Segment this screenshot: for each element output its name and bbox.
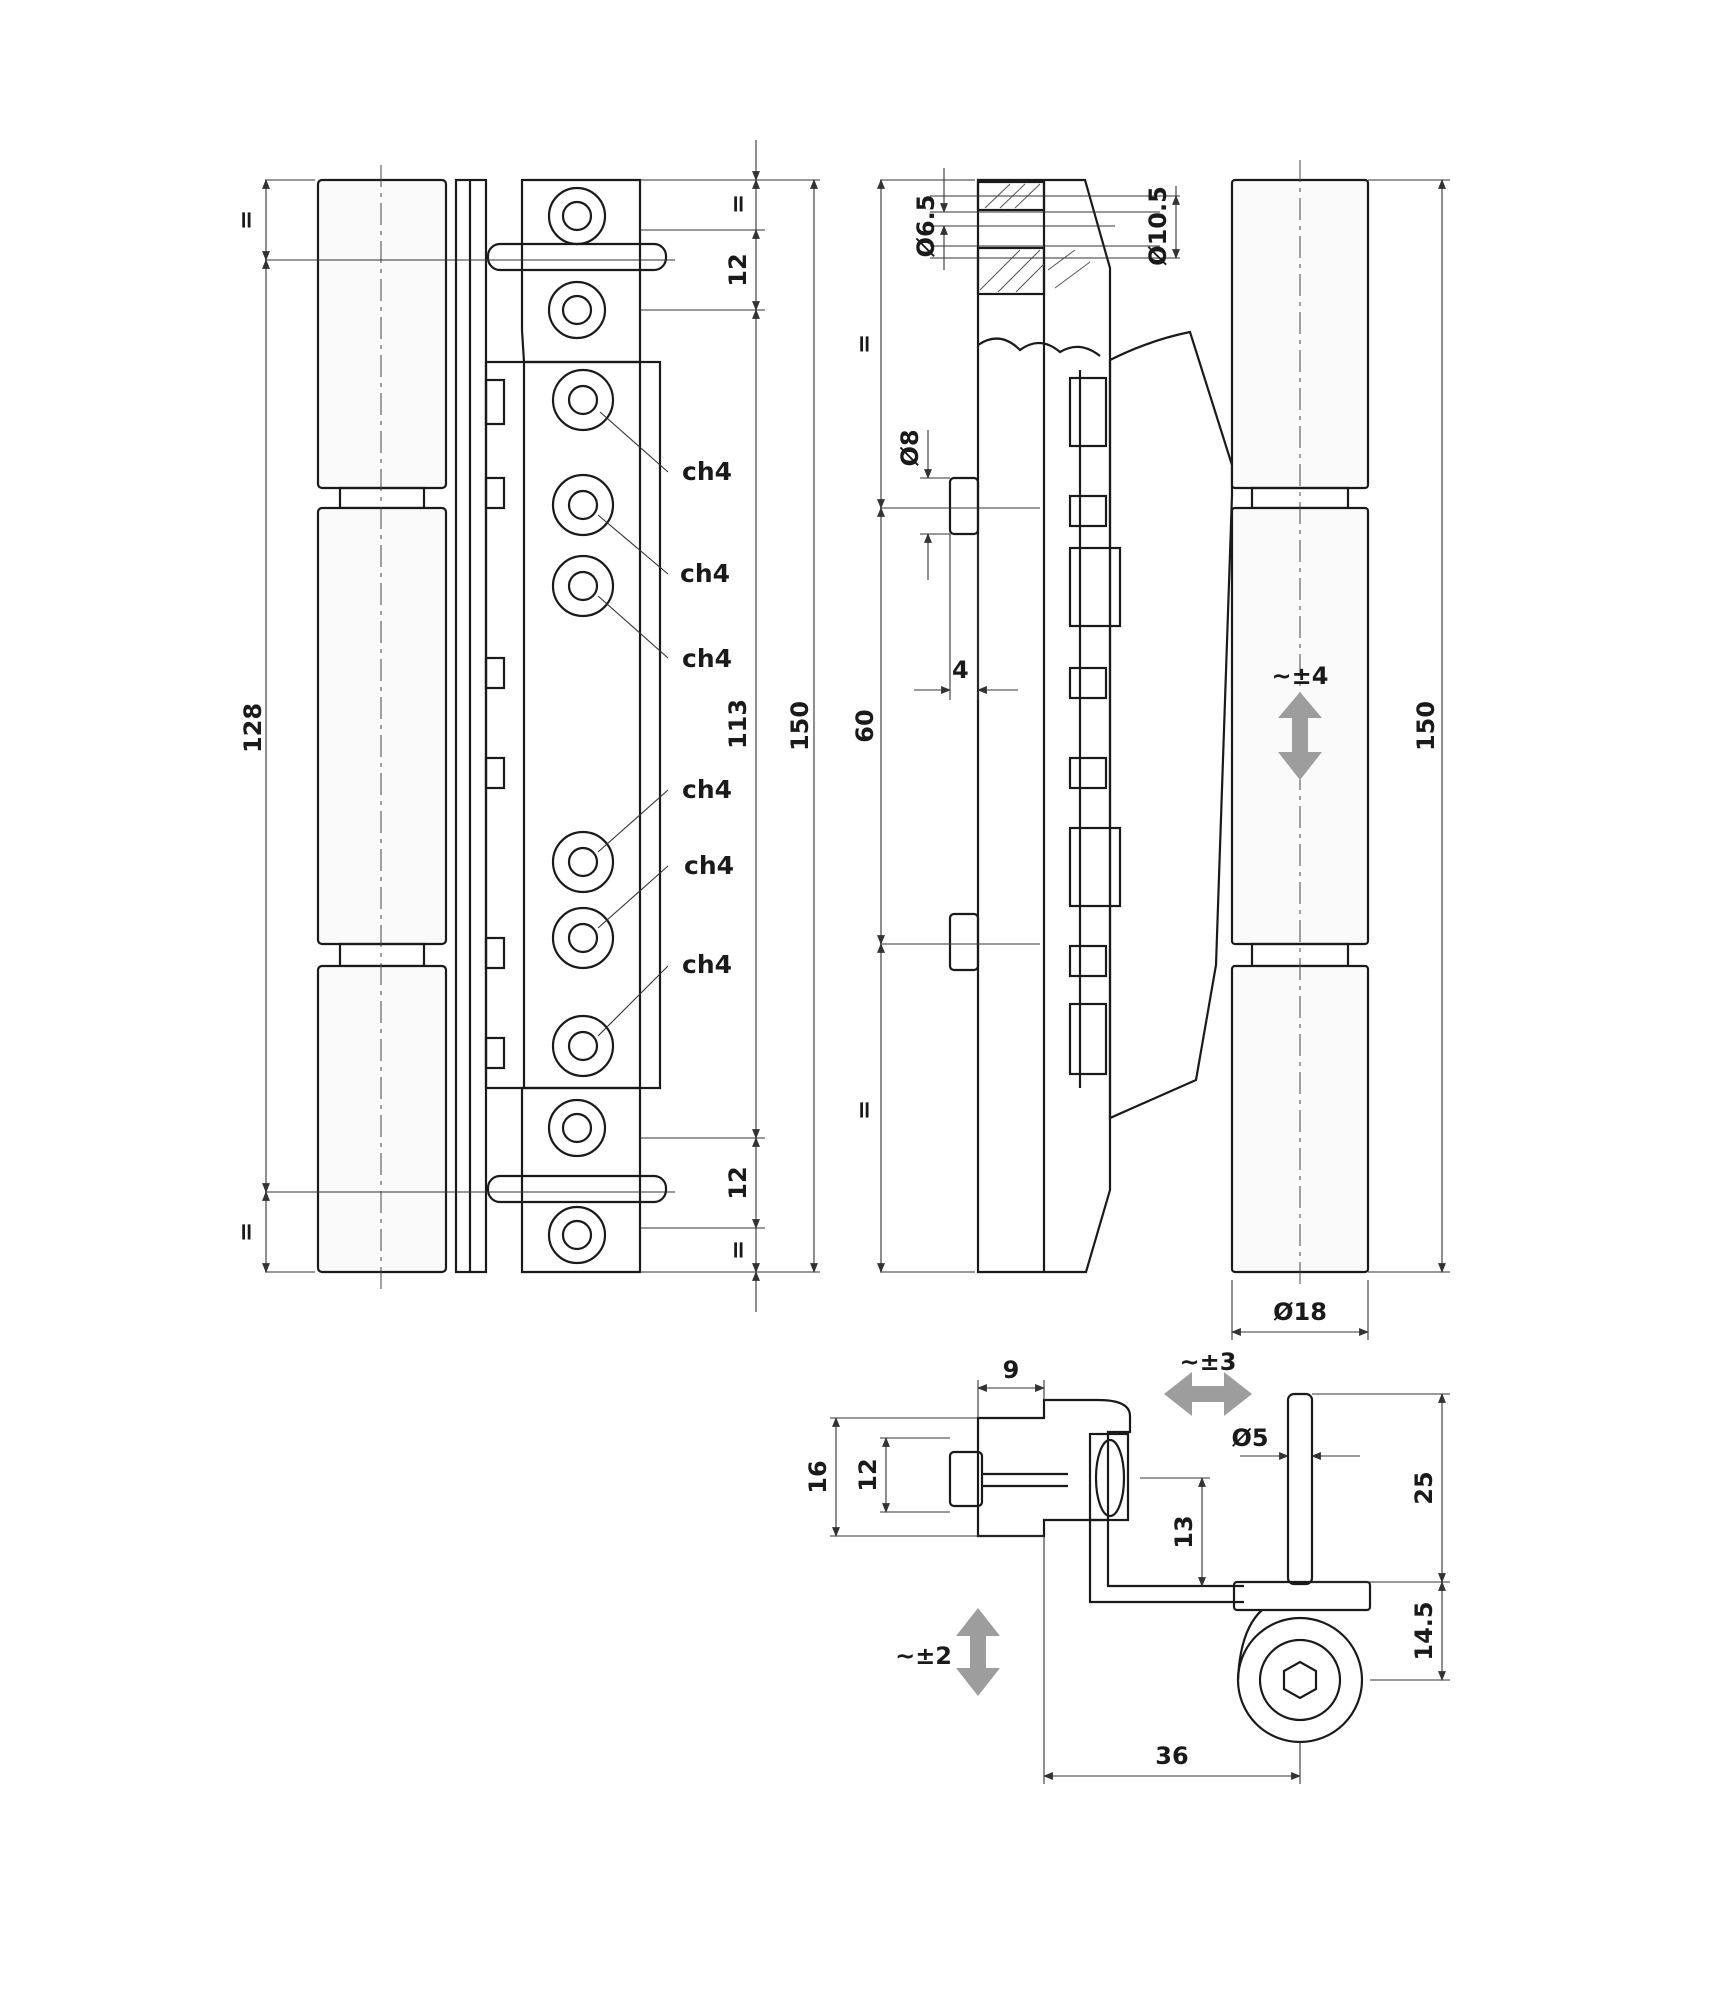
wrench-label-3: ch4 <box>682 644 732 673</box>
barrel-ring-bottom <box>338 942 426 968</box>
wrench-label-4: ch4 <box>682 775 732 804</box>
barrel-knuckle-bottom <box>316 964 448 1274</box>
dim-150-barrel: 150 <box>1412 701 1440 751</box>
dim-14-5: 14.5 <box>1410 1601 1438 1660</box>
pin-vertical <box>1286 1392 1314 1586</box>
offset-arm <box>1088 1520 1244 1604</box>
dowel-pin-top <box>948 476 980 536</box>
hex-screws <box>551 368 615 1078</box>
equal-mark-right-bottom: = <box>724 1240 752 1260</box>
adjust-vertical-label: ~±4 <box>1272 662 1329 690</box>
dim-13: 13 <box>1170 1515 1198 1548</box>
dim-9: 9 <box>1003 1356 1020 1384</box>
dim-150-front: 150 <box>786 701 814 751</box>
adjust-lateral-label: ~±3 <box>1180 1348 1237 1376</box>
barrel-top-circle <box>1236 1616 1364 1744</box>
equal-mark-right-top: = <box>724 194 752 214</box>
wrench-label-1: ch4 <box>682 457 732 486</box>
dim-12-top: 12 <box>724 253 752 286</box>
side-view: = 60 = Ø10.5 Ø6.5 Ø8 4 <box>850 168 1234 1274</box>
dim-36: 36 <box>1155 1742 1188 1770</box>
top-view-leaf <box>976 1398 1132 1538</box>
lateral-adjust-arrow <box>1164 1372 1252 1416</box>
top-view: ~±3 ~±2 9 16 <box>804 1348 1450 1784</box>
dia-18: Ø18 <box>1273 1298 1327 1326</box>
adjust-depth-label: ~±2 <box>895 1642 952 1670</box>
dim-128: 128 <box>239 703 267 753</box>
front-view: 128 = = = 12 113 12 = 150 ch4 ch4 ch <box>232 140 820 1312</box>
section-hatch <box>976 180 1101 357</box>
wrench-label-6: ch4 <box>682 950 732 979</box>
barrel-ring-top <box>338 486 426 510</box>
barrel-knuckle-top <box>316 178 448 490</box>
equal-mark-left-bottom: = <box>232 1222 260 1242</box>
dia-hole: Ø6.5 <box>912 195 940 258</box>
dim-25: 25 <box>1410 1471 1438 1504</box>
dim-12-top-view: 12 <box>854 1458 882 1491</box>
barrel-view: ~±4 150 Ø18 <box>1230 160 1450 1340</box>
dim-4: 4 <box>952 656 969 684</box>
adjustment-teeth <box>1068 376 1122 1076</box>
vertical-adjust-arrow <box>1278 692 1322 780</box>
dia-6-5: Ø10.5 <box>1144 186 1172 266</box>
dim-113: 113 <box>724 699 752 749</box>
wrench-label-5: ch4 <box>684 851 734 880</box>
dowel-pin-bottom <box>948 912 980 972</box>
dia-8: Ø8 <box>896 429 924 466</box>
barrel-knuckle-middle <box>316 506 448 946</box>
bottom-pin <box>486 1174 668 1204</box>
dim-60: 60 <box>851 709 879 742</box>
equal-mark-side-bottom: = <box>850 1100 878 1120</box>
pin-plate <box>1232 1580 1372 1612</box>
adjustment-plate <box>484 360 662 1090</box>
equal-mark-left-top: = <box>232 210 260 230</box>
dia-5: Ø5 <box>1231 1424 1268 1452</box>
equal-mark-side-top: = <box>850 334 878 354</box>
frame-leaf-profile <box>976 178 1112 1274</box>
wrench-label-2: ch4 <box>680 559 730 588</box>
top-pin <box>486 242 668 272</box>
leaf-wing <box>1108 330 1234 1120</box>
depth-adjust-arrow <box>956 1608 1000 1696</box>
dim-12-bottom: 12 <box>724 1166 752 1199</box>
dim-16: 16 <box>804 1460 832 1493</box>
